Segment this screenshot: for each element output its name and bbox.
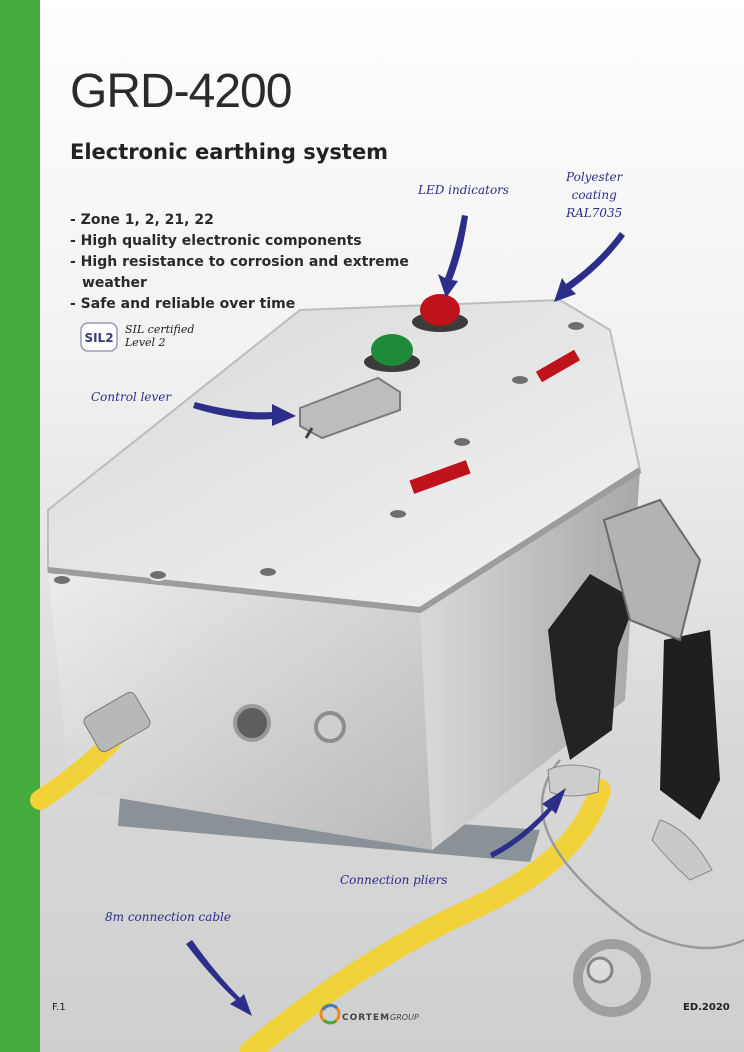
product-subtitle: Electronic earthing system xyxy=(70,140,389,164)
warning-label xyxy=(535,349,581,383)
plier-jaw xyxy=(547,764,601,797)
annotation-connection-pliers: Connection pliers xyxy=(340,873,448,887)
plug-screw xyxy=(314,711,346,743)
feature-item: - High resistance to corrosion and extre… xyxy=(70,254,409,270)
product-title: GRD-4200 xyxy=(70,65,292,118)
red-led-indicator xyxy=(420,294,460,326)
cable-gland xyxy=(83,691,151,753)
control-lever xyxy=(299,376,401,440)
accent-side-bar xyxy=(0,0,40,1052)
sil-line-2: Level 2 xyxy=(125,336,166,349)
plier-handle-left xyxy=(548,574,636,760)
annotation-control-lever: Control lever xyxy=(91,390,172,404)
page-number: F.1 xyxy=(52,1002,66,1013)
sil-badge-label: SIL2 xyxy=(84,331,113,345)
arrow-cable-icon xyxy=(186,940,252,1016)
warning-label xyxy=(409,460,471,494)
enclosure-side xyxy=(420,470,640,850)
yellow-connection-cable xyxy=(239,779,611,1052)
annotation-polyester-line-2: coating xyxy=(571,188,617,202)
plier-jaw xyxy=(651,819,713,881)
feature-item: - High quality electronic components xyxy=(70,233,362,249)
cable-entry-hole xyxy=(233,704,271,742)
edition-label: ED.2020 xyxy=(683,1002,730,1013)
feature-item: - Zone 1, 2, 21, 22 xyxy=(70,212,214,228)
arrow-lever-icon xyxy=(193,402,296,426)
cortem-logo-icon xyxy=(319,1003,341,1025)
lid-rim xyxy=(47,467,642,614)
annotation-arrows xyxy=(186,215,625,1016)
feature-list: - Zone 1, 2, 21, 22 - High quality elect… xyxy=(70,210,409,315)
arrow-pliers-icon xyxy=(490,788,566,858)
annotation-led-indicators: LED indicators xyxy=(418,183,510,197)
green-led-indicator xyxy=(371,334,413,366)
annotation-polyester-line-1: Polyester xyxy=(566,170,623,184)
annotation-connection-cable: 8m connection cable xyxy=(105,910,231,924)
brand-name: CORTEM xyxy=(342,1013,391,1023)
steel-wire xyxy=(540,759,744,950)
lid-bolts xyxy=(52,320,586,586)
feature-item: weather xyxy=(82,275,147,291)
plier-head xyxy=(602,498,702,642)
feature-item: - Safe and reliable over time xyxy=(70,296,296,312)
brand-suffix: GROUP xyxy=(390,1013,419,1022)
plier-handle-right xyxy=(660,630,720,820)
carabiner-hook xyxy=(573,939,651,1017)
arrow-coating-icon xyxy=(554,232,625,302)
sil-certification: SIL certified Level 2 xyxy=(125,323,194,349)
arrow-led-icon xyxy=(438,215,468,298)
annotation-polyester-coating: Polyester coating RAL7035 xyxy=(566,168,622,222)
brand-wordmark: CORTEMGROUP xyxy=(342,1013,419,1023)
annotation-polyester-line-3: RAL7035 xyxy=(566,206,623,220)
sil-line-1: SIL certified xyxy=(125,323,195,336)
sil-badge-icon: SIL2 xyxy=(80,322,118,352)
